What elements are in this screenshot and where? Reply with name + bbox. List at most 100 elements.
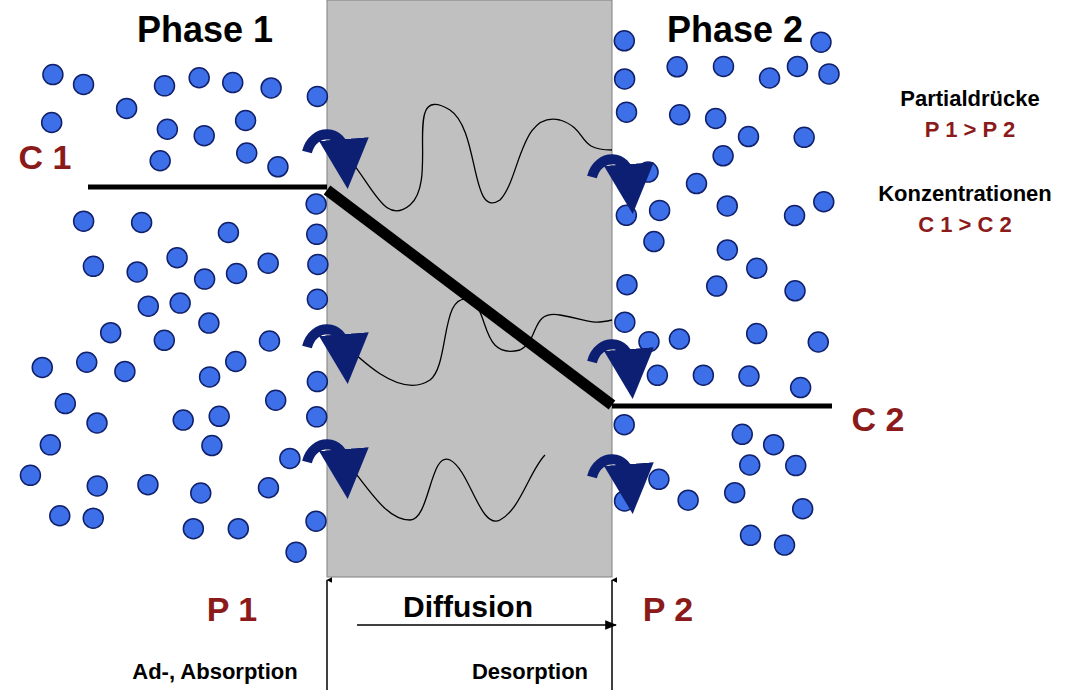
concentration-profile — [88, 187, 832, 406]
process-label: Desorption — [472, 660, 588, 684]
molecule — [644, 232, 664, 252]
molecule — [173, 410, 193, 430]
molecule — [115, 361, 135, 381]
molecule — [713, 146, 733, 166]
process-label: Diffusion — [403, 590, 533, 623]
molecule — [280, 448, 300, 468]
molecule — [811, 32, 831, 52]
phase-label: Phase 2 — [667, 10, 803, 50]
molecule — [209, 406, 229, 426]
molecule — [189, 68, 209, 88]
diffusion-arrow — [357, 624, 616, 626]
molecule — [739, 127, 759, 147]
molecule — [261, 78, 281, 98]
molecule — [307, 289, 327, 309]
molecule — [791, 378, 811, 398]
molecule — [138, 475, 158, 495]
molecule — [268, 157, 288, 177]
molecule — [615, 491, 635, 511]
pressure-relation: P 1 > P 2 — [925, 118, 1015, 142]
molecule — [667, 57, 687, 77]
molecule — [747, 324, 767, 344]
sorption-arrows — [307, 134, 630, 479]
molecule — [226, 352, 246, 372]
molecule — [787, 56, 807, 76]
molecule — [167, 248, 187, 268]
membrane — [327, 0, 612, 577]
molecule — [87, 476, 107, 496]
molecule — [50, 506, 70, 526]
molecule — [725, 483, 745, 503]
molecule — [808, 332, 828, 352]
molecule — [713, 56, 733, 76]
molecule — [87, 413, 107, 433]
process-label: Ad-, Absorption — [132, 660, 297, 684]
molecule — [40, 435, 60, 455]
molecule — [77, 352, 97, 372]
molecule — [227, 264, 247, 284]
molecule — [739, 366, 759, 386]
molecule — [678, 490, 698, 510]
molecule — [785, 281, 805, 301]
molecule — [155, 76, 175, 96]
molecule — [20, 465, 40, 485]
molecule — [307, 407, 327, 427]
molecule — [258, 253, 278, 273]
molecule — [199, 313, 219, 333]
molecule — [195, 269, 215, 289]
molecule — [687, 174, 707, 194]
molecule — [170, 293, 190, 313]
molecule — [236, 110, 256, 130]
molecule — [228, 519, 248, 539]
molecule — [237, 143, 257, 163]
phase-label: Phase 1 — [137, 10, 273, 50]
molecule — [223, 73, 243, 93]
molecule — [43, 65, 63, 85]
molecule — [83, 508, 103, 528]
molecule — [793, 499, 813, 519]
molecule — [717, 196, 737, 216]
sorption-arrow — [307, 329, 345, 349]
molecule — [150, 151, 170, 171]
molecule — [202, 436, 222, 456]
molecule — [307, 86, 327, 106]
molecule — [669, 329, 689, 349]
molecule — [259, 331, 279, 351]
molecule — [741, 525, 761, 545]
sorption-arrow — [592, 159, 630, 179]
molecule — [638, 162, 658, 182]
molecule — [127, 262, 147, 282]
pressure-label: P 2 — [643, 591, 693, 628]
molecule — [747, 258, 767, 278]
molecule — [760, 68, 780, 88]
molecule — [266, 390, 286, 410]
molecule — [32, 357, 52, 377]
molecule — [717, 240, 737, 260]
sorption-arrow — [592, 459, 630, 479]
concentration-relation: C 1 > C 2 — [918, 213, 1012, 237]
molecule — [614, 31, 634, 51]
molecule — [183, 519, 203, 539]
molecule — [740, 455, 760, 475]
molecules — [20, 31, 839, 562]
molecule — [693, 365, 713, 385]
molecule — [707, 276, 727, 296]
molecule — [307, 224, 327, 244]
molecule — [814, 192, 834, 212]
molecule — [194, 126, 214, 146]
molecule — [617, 102, 637, 122]
molecule — [83, 256, 103, 276]
molecule — [200, 367, 220, 387]
sorption-arrow — [592, 344, 630, 364]
molecule — [157, 119, 177, 139]
molecule — [647, 365, 667, 385]
molecule — [706, 108, 726, 128]
heading-label: Konzentrationen — [878, 182, 1052, 206]
molecule — [615, 312, 635, 332]
molecule — [154, 330, 174, 350]
molecule — [614, 415, 634, 435]
molecule — [117, 98, 137, 118]
molecule — [775, 535, 795, 555]
molecule — [138, 296, 158, 316]
